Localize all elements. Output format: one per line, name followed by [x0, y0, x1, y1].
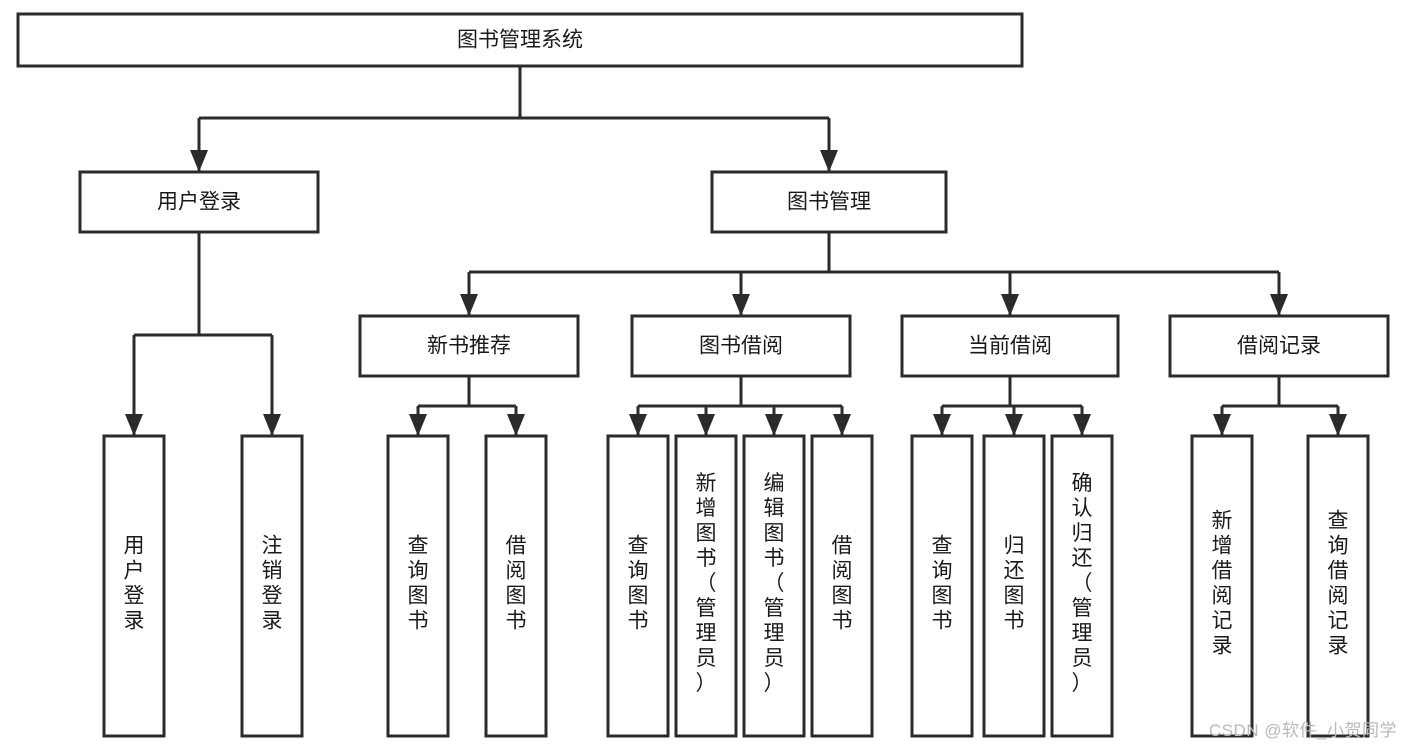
node-label: 新增借阅记录 — [1212, 510, 1233, 658]
node-box[interactable] — [78, 170, 320, 234]
node-box[interactable] — [1050, 434, 1114, 738]
node-leaf-query-book-recommend[interactable]: 查询图书 — [386, 434, 450, 738]
node-label: 借阅图书 — [832, 535, 853, 633]
node-label: 编辑图书（管理员） — [764, 472, 785, 695]
node-leaf-query-book-borrow[interactable]: 查询图书 — [606, 434, 670, 738]
node-label: 查询图书 — [408, 535, 429, 633]
node-box[interactable] — [630, 314, 852, 378]
node-leaf-return-book[interactable]: 归还图书 — [982, 434, 1046, 738]
node-borrow-record[interactable]: 借阅记录 — [1168, 314, 1390, 378]
node-book-borrow[interactable]: 图书借阅 — [630, 314, 852, 378]
node-box[interactable] — [742, 434, 806, 738]
node-label: 当前借阅 — [968, 335, 1052, 358]
arrow-head — [507, 414, 525, 436]
node-box[interactable] — [358, 314, 580, 378]
node-leaf-add-book[interactable]: 新增图书（管理员） — [674, 434, 738, 738]
node-box[interactable] — [1306, 434, 1370, 738]
node-new-book-recommend[interactable]: 新书推荐 — [358, 314, 580, 378]
node-leaf-borrow-book[interactable]: 借阅图书 — [810, 434, 874, 738]
node-label: 借阅图书 — [506, 535, 527, 633]
node-label: 查询图书 — [932, 535, 953, 633]
node-box[interactable] — [982, 434, 1046, 738]
node-root-root[interactable]: 图书管理系统 — [16, 12, 1024, 68]
node-box[interactable] — [102, 434, 166, 738]
node-box[interactable] — [16, 12, 1024, 68]
node-box[interactable] — [674, 434, 738, 738]
arrow-head — [833, 414, 851, 436]
arrow-head — [1005, 414, 1023, 436]
node-leaf-confirm-return[interactable]: 确认归还（管理员） — [1050, 434, 1114, 738]
arrow-head — [460, 294, 478, 316]
node-leaf-borrow-book-recommend[interactable]: 借阅图书 — [484, 434, 548, 738]
node-book-management[interactable]: 图书管理 — [710, 170, 948, 234]
node-label: 图书借阅 — [699, 335, 783, 358]
arrow-head — [765, 414, 783, 436]
node-label: 图书管理 — [787, 191, 871, 214]
arrow-head — [1270, 294, 1288, 316]
node-label: 新增图书（管理员） — [696, 472, 717, 695]
watermark-text: CSDN @软件_小贺同学 — [1208, 721, 1397, 740]
node-leaf-query-borrow-record[interactable]: 查询借阅记录 — [1306, 434, 1370, 738]
arrow-head — [933, 414, 951, 436]
node-label: 确认归还（管理员） — [1072, 472, 1093, 695]
node-label: 查询借阅记录 — [1328, 510, 1349, 658]
node-box[interactable] — [900, 314, 1120, 378]
arrow-head — [190, 150, 208, 172]
node-label: 借阅记录 — [1237, 335, 1321, 358]
arrow-head — [1329, 414, 1347, 436]
node-box[interactable] — [386, 434, 450, 738]
node-box[interactable] — [910, 434, 974, 738]
arrow-head — [1213, 414, 1231, 436]
arrow-head — [732, 294, 750, 316]
node-box[interactable] — [1190, 434, 1254, 738]
arrow-head — [409, 414, 427, 436]
node-leaf-logout[interactable]: 注销登录 — [240, 434, 304, 738]
node-leaf-user-login[interactable]: 用户登录 — [102, 434, 166, 738]
arrow-head — [1001, 294, 1019, 316]
arrow-head — [697, 414, 715, 436]
node-leaf-edit-book[interactable]: 编辑图书（管理员） — [742, 434, 806, 738]
node-box[interactable] — [606, 434, 670, 738]
node-user-login[interactable]: 用户登录 — [78, 170, 320, 234]
node-label: 图书管理系统 — [457, 29, 583, 52]
node-box[interactable] — [484, 434, 548, 738]
arrow-head — [629, 414, 647, 436]
node-label: 归还图书 — [1004, 535, 1025, 633]
arrow-head — [1073, 414, 1091, 436]
node-current-borrow[interactable]: 当前借阅 — [900, 314, 1120, 378]
node-leaf-query-book-current[interactable]: 查询图书 — [910, 434, 974, 738]
node-label: 用户登录 — [157, 191, 241, 214]
node-label: 用户登录 — [124, 535, 145, 633]
arrow-head — [125, 414, 143, 436]
node-box[interactable] — [240, 434, 304, 738]
arrow-head — [820, 150, 838, 172]
node-leaf-add-borrow-record[interactable]: 新增借阅记录 — [1190, 434, 1254, 738]
arrow-head — [263, 414, 281, 436]
node-label: 查询图书 — [628, 535, 649, 633]
nodes-layer: 图书管理系统用户登录图书管理新书推荐图书借阅当前借阅借阅记录用户登录注销登录查询… — [16, 12, 1390, 738]
connectors-layer — [125, 66, 1347, 436]
node-box[interactable] — [1168, 314, 1390, 378]
node-label: 新书推荐 — [427, 335, 511, 358]
node-box[interactable] — [710, 170, 948, 234]
node-box[interactable] — [810, 434, 874, 738]
node-label: 注销登录 — [262, 535, 283, 633]
